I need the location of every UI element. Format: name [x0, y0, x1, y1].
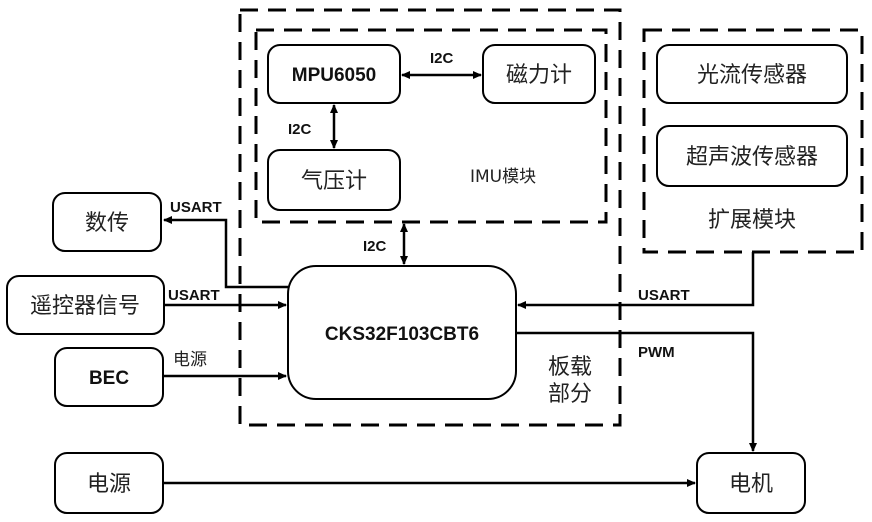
telemetry-node: 数传: [52, 192, 162, 252]
barometer-label: 气压计: [301, 169, 367, 194]
bec-node: BEC: [54, 347, 164, 407]
ultrasonic-node: 超声波传感器: [656, 125, 848, 187]
extension-mcu-arrow: [517, 252, 755, 309]
onboard-group-label-line1: 板载: [548, 355, 592, 380]
mcu-motor-edge-label: PWM: [638, 344, 675, 361]
mpu-barometer-edge-label: I2C: [288, 121, 312, 138]
magnetometer-label: 磁力计: [506, 63, 572, 88]
imu-group-label: IMU模块: [470, 167, 536, 187]
mpu6050-node: MPU6050: [267, 44, 401, 104]
onboard-group-frame: [238, 8, 622, 427]
imu-mcu-edge-label: I2C: [363, 238, 387, 255]
optical-flow-node: 光流传感器: [656, 44, 848, 104]
bec-mcu-edge-label: 电源: [173, 350, 207, 370]
extension-group-label: 扩展模块: [708, 208, 796, 233]
imu-group-frame: [254, 28, 608, 224]
mpu6050-label: MPU6050: [292, 65, 377, 86]
magnetometer-node: 磁力计: [482, 44, 596, 104]
optical-flow-label: 光流传感器: [697, 63, 807, 88]
extension-mcu-edge-label: USART: [638, 287, 690, 304]
barometer-node: 气压计: [267, 149, 401, 211]
power-node: 电源: [54, 452, 164, 514]
power-label: 电源: [87, 472, 131, 497]
onboard-group-label-line2: 部分: [548, 382, 592, 407]
mcu-label: CKS32F103CBT6: [325, 324, 479, 345]
mcu-node: CKS32F103CBT6: [287, 265, 517, 400]
rc-signal-label: 遥控器信号: [30, 294, 140, 319]
rc-signal-node: 遥控器信号: [6, 275, 165, 335]
mcu-motor-arrow: [516, 331, 757, 452]
bec-label: BEC: [89, 368, 129, 389]
mcu-telemetry-arrow: [163, 216, 288, 289]
mpu-magnetometer-edge-label: I2C: [430, 50, 454, 67]
rc-mcu-edge-label: USART: [168, 287, 220, 304]
mcu-telemetry-edge-label: USART: [170, 199, 222, 216]
motor-node: 电机: [696, 452, 806, 514]
motor-label: 电机: [729, 472, 773, 497]
ultrasonic-label: 超声波传感器: [686, 145, 818, 170]
telemetry-label: 数传: [85, 211, 129, 236]
